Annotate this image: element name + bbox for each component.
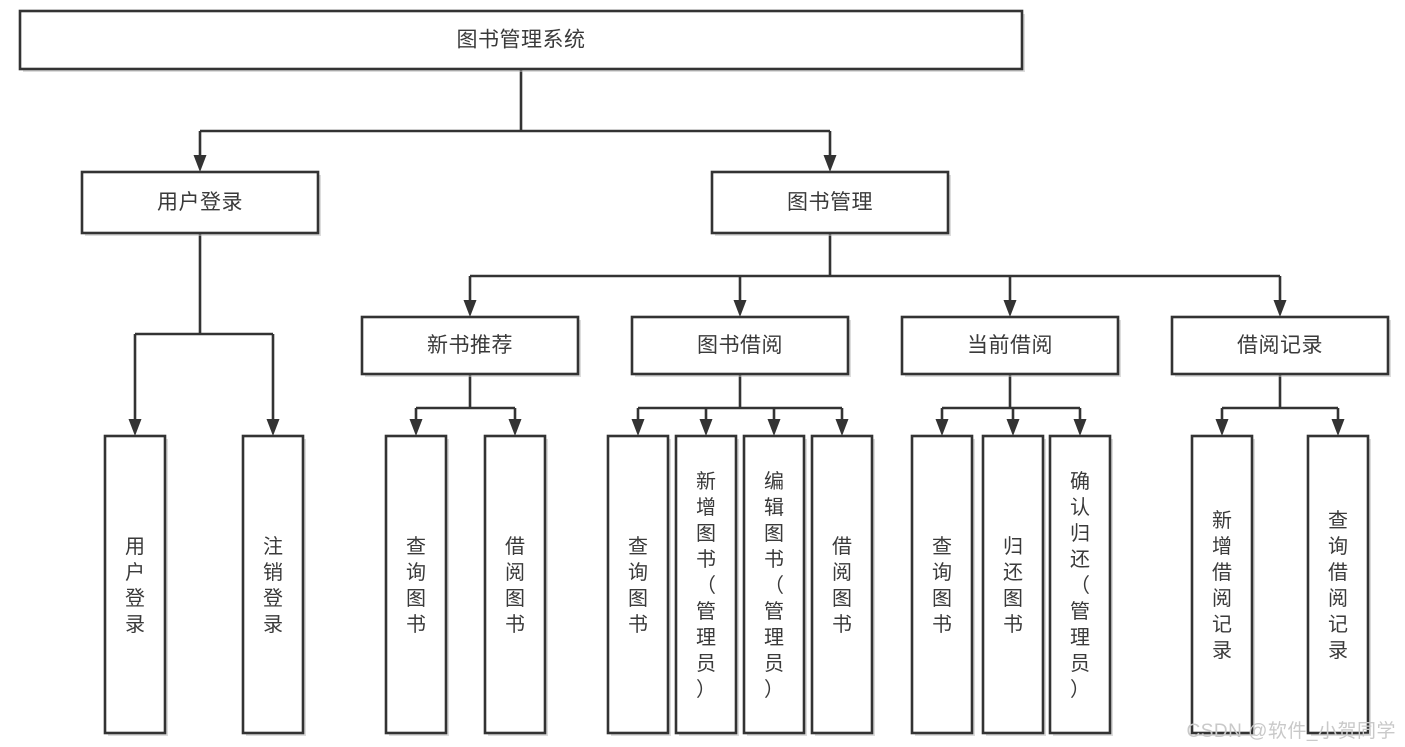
node-book-borrow[interactable]: 图书借阅 [630, 315, 851, 377]
node-rect[interactable] [1170, 315, 1390, 376]
node-rect[interactable] [810, 434, 874, 735]
node-leaf-query-borrow-record[interactable]: 查询借阅记录 [1306, 434, 1371, 736]
node-leaf-user-login[interactable]: 用户登录 [103, 434, 168, 736]
node-label: 新书推荐 [427, 334, 513, 357]
node-label: 用户登录 [125, 536, 145, 636]
edge-group-book-manage [463, 233, 1287, 317]
connector-layer [128, 69, 1345, 436]
node-label: 图书借阅 [697, 334, 783, 357]
node-rect[interactable] [80, 170, 320, 235]
node-label: 用户登录 [157, 191, 243, 214]
node-new-book-recommend[interactable]: 新书推荐 [360, 315, 581, 377]
node-rect[interactable] [483, 434, 547, 735]
edge-group-book-borrow [631, 374, 849, 436]
node-leaf-add-borrow-record[interactable]: 新增借阅记录 [1190, 434, 1255, 736]
node-label: 借阅记录 [1237, 334, 1323, 357]
node-leaf-add-book[interactable]: 新增图书（管理员） [674, 434, 739, 736]
edge-group-borrow-record [1215, 374, 1345, 436]
edge-group-user-login [128, 233, 280, 436]
node-rect[interactable] [103, 434, 167, 735]
node-rect[interactable] [900, 315, 1120, 376]
node-root[interactable]: 图书管理系统 [18, 9, 1025, 72]
node-label: 新增图书（管理员） [696, 470, 716, 701]
node-book-manage[interactable]: 图书管理 [710, 170, 951, 236]
node-rect[interactable] [630, 315, 850, 376]
node-leaf-query-book-3[interactable]: 查询图书 [910, 434, 975, 736]
node-label: 图书管理 [787, 191, 873, 214]
node-label: 新增借阅记录 [1212, 509, 1232, 662]
node-label: 借阅图书 [505, 535, 525, 636]
node-leaf-return-book[interactable]: 归还图书 [981, 434, 1046, 736]
node-rect[interactable] [674, 434, 738, 735]
node-rect[interactable] [360, 315, 580, 376]
node-label: 归还图书 [1003, 535, 1023, 636]
node-leaf-borrow-book-2[interactable]: 借阅图书 [810, 434, 875, 736]
node-leaf-logout[interactable]: 注销登录 [241, 434, 306, 736]
node-rect[interactable] [981, 434, 1045, 735]
node-label: 查询借阅记录 [1328, 509, 1348, 662]
node-label: 注销登录 [263, 535, 283, 636]
edge-group-new-book-recommend [409, 374, 522, 436]
node-leaf-confirm-return[interactable]: 确认归还（管理员） [1048, 434, 1113, 736]
node-label: 编辑图书（管理员） [764, 470, 784, 701]
node-label: 图书管理系统 [457, 29, 586, 52]
node-rect[interactable] [910, 434, 974, 735]
node-label: 查询图书 [628, 535, 648, 636]
edge-group-current-borrow [935, 374, 1087, 436]
node-rect[interactable] [18, 9, 1024, 71]
node-rect[interactable] [241, 434, 305, 735]
node-user-login[interactable]: 用户登录 [80, 170, 321, 236]
node-rect[interactable] [1048, 434, 1112, 735]
node-label: 确认归还（管理员） [1070, 470, 1090, 701]
node-borrow-record[interactable]: 借阅记录 [1170, 315, 1391, 377]
node-leaf-query-book-1[interactable]: 查询图书 [384, 434, 449, 736]
node-rect[interactable] [1306, 434, 1370, 735]
node-leaf-edit-book[interactable]: 编辑图书（管理员） [742, 434, 807, 736]
node-label: 查询图书 [406, 535, 426, 636]
node-leaf-query-book-2[interactable]: 查询图书 [606, 434, 671, 736]
node-label: 借阅图书 [832, 535, 852, 636]
node-rect[interactable] [384, 434, 448, 735]
node-rect[interactable] [606, 434, 670, 735]
node-layer: 图书管理系统用户登录图书管理新书推荐图书借阅当前借阅借阅记录用户登录注销登录查询… [18, 9, 1391, 736]
node-leaf-borrow-book-1[interactable]: 借阅图书 [483, 434, 548, 736]
node-label: 当前借阅 [967, 334, 1053, 357]
node-rect[interactable] [1190, 434, 1254, 735]
node-rect[interactable] [742, 434, 806, 735]
edge-group-root [193, 69, 837, 172]
node-current-borrow[interactable]: 当前借阅 [900, 315, 1121, 377]
node-label: 查询图书 [932, 535, 952, 636]
node-rect[interactable] [710, 170, 950, 235]
